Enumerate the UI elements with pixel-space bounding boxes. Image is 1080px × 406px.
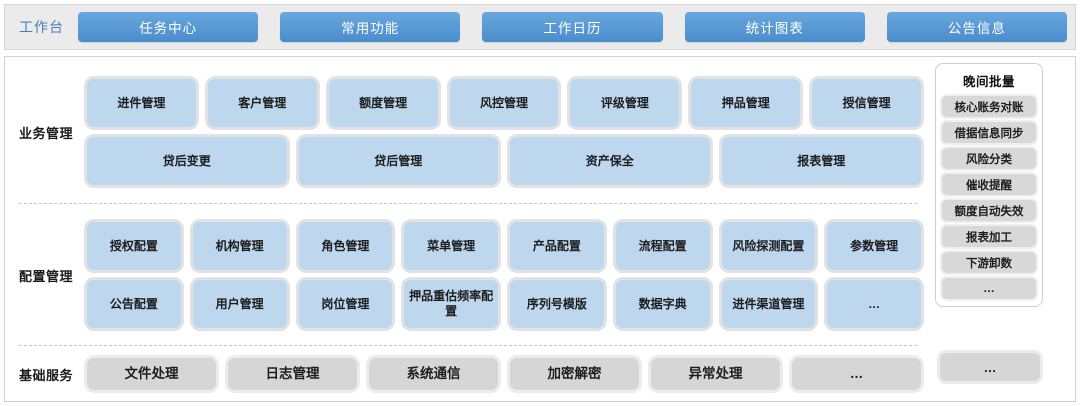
top-button-group: 任务中心 常用功能 工作日历 统计图表 公告信息 (78, 12, 1068, 42)
tile-position-management[interactable]: 岗位管理 (298, 280, 393, 328)
tile-base-more[interactable]: … (792, 358, 921, 390)
section-business-management: 业务管理 进件管理 客户管理 额度管理 风控管理 评级管理 押品管理 授信管理 … (5, 63, 931, 201)
tile-application-channel-management[interactable]: 进件渠道管理 (721, 280, 816, 328)
night-item-more[interactable]: … (942, 278, 1036, 299)
top-button-work-calendar[interactable]: 工作日历 (482, 12, 663, 42)
workbench-label: 工作台 (19, 19, 64, 35)
night-batch-panel: 晚间批量 核心账务对账 借据信息同步 风险分类 催收提醒 额度自动失效 报表加工… (935, 63, 1043, 307)
top-button-statistics-chart[interactable]: 统计图表 (684, 12, 865, 42)
tile-config-more[interactable]: … (827, 280, 921, 328)
tile-credit-limit-management[interactable]: 额度管理 (328, 79, 438, 127)
tile-file-processing[interactable]: 文件处理 (87, 358, 216, 390)
section-label-business: 业务管理 (18, 125, 73, 141)
tile-post-loan-management[interactable]: 贷后管理 (298, 137, 498, 185)
config-row-2: 公告配置 用户管理 岗位管理 押品重估频率配置 序列号模版 数据字典 进件渠道管… (87, 280, 921, 328)
tile-credit-granting-management[interactable]: 授信管理 (812, 79, 922, 127)
tile-risk-control-management[interactable]: 风控管理 (449, 79, 559, 127)
night-item-downstream-data-unload[interactable]: 下游卸数 (942, 252, 1036, 273)
top-navigation-bar: 工作台 任务中心 常用功能 工作日历 统计图表 公告信息 (4, 4, 1076, 50)
tile-parameter-management[interactable]: 参数管理 (827, 222, 921, 270)
section-label-config: 配置管理 (18, 268, 73, 284)
divider-business-config (19, 203, 917, 204)
tile-product-config[interactable]: 产品配置 (510, 222, 604, 270)
business-row-1: 进件管理 客户管理 额度管理 风控管理 评级管理 押品管理 授信管理 (87, 79, 922, 127)
tile-menu-management[interactable]: 菜单管理 (404, 222, 498, 270)
section-label-base: 基础服务 (18, 367, 73, 383)
tile-process-config[interactable]: 流程配置 (615, 222, 710, 270)
tile-post-loan-change[interactable]: 贷后变更 (87, 137, 287, 185)
base-rows: 文件处理 日志管理 系统通信 加密解密 异常处理 … (87, 358, 931, 390)
top-button-common-functions[interactable]: 常用功能 (280, 12, 461, 42)
config-rows: 授权配置 机构管理 角色管理 菜单管理 产品配置 流程配置 风险探测配置 参数管… (87, 222, 931, 328)
night-item-loan-record-sync[interactable]: 借据信息同步 (942, 122, 1036, 143)
night-item-risk-classification[interactable]: 风险分类 (942, 148, 1036, 169)
section-config-management: 配置管理 授权配置 机构管理 角色管理 菜单管理 产品配置 流程配置 风险探测配… (5, 209, 931, 341)
night-item-credit-limit-auto-expire[interactable]: 额度自动失效 (942, 200, 1036, 221)
tile-data-dictionary[interactable]: 数据字典 (615, 280, 710, 328)
night-batch-extra-more[interactable]: … (940, 353, 1040, 381)
top-button-task-center[interactable]: 任务中心 (78, 12, 259, 42)
tile-encryption-decryption[interactable]: 加密解密 (510, 358, 639, 390)
tile-role-management[interactable]: 角色管理 (298, 222, 393, 270)
tile-user-management[interactable]: 用户管理 (192, 280, 287, 328)
tile-rating-management[interactable]: 评级管理 (570, 79, 680, 127)
tile-report-management[interactable]: 报表管理 (721, 137, 921, 185)
tile-collateral-management[interactable]: 押品管理 (691, 79, 801, 127)
tile-exception-handling[interactable]: 异常处理 (651, 358, 780, 390)
tile-serial-number-template[interactable]: 序列号模版 (510, 280, 604, 328)
night-item-core-account-reconciliation[interactable]: 核心账务对账 (942, 96, 1036, 117)
business-row-2: 贷后变更 贷后管理 资产保全 报表管理 (87, 137, 921, 185)
tile-authorization-config[interactable]: 授权配置 (87, 222, 181, 270)
night-item-report-processing[interactable]: 报表加工 (942, 226, 1036, 247)
night-batch-title: 晚间批量 (962, 75, 1015, 89)
divider-config-base (19, 345, 917, 346)
tile-announcement-config[interactable]: 公告配置 (87, 280, 181, 328)
tile-organization-management[interactable]: 机构管理 (192, 222, 287, 270)
tile-risk-detection-config[interactable]: 风险探测配置 (721, 222, 816, 270)
top-button-announcement[interactable]: 公告信息 (886, 12, 1068, 42)
module-map-frame: 业务管理 进件管理 客户管理 额度管理 风控管理 评级管理 押品管理 授信管理 … (4, 56, 1076, 402)
tile-collateral-revaluation-frequency-config[interactable]: 押品重估频率配置 (404, 280, 498, 328)
tile-asset-preservation[interactable]: 资产保全 (510, 137, 710, 185)
tile-system-communication[interactable]: 系统通信 (369, 358, 498, 390)
business-rows: 进件管理 客户管理 额度管理 风控管理 评级管理 押品管理 授信管理 贷后变更 … (87, 79, 931, 185)
config-row-1: 授权配置 机构管理 角色管理 菜单管理 产品配置 流程配置 风险探测配置 参数管… (87, 222, 921, 270)
section-base-services: 基础服务 文件处理 日志管理 系统通信 加密解密 异常处理 … (5, 351, 931, 397)
tile-log-management[interactable]: 日志管理 (228, 358, 357, 390)
tile-customer-management[interactable]: 客户管理 (207, 79, 317, 127)
base-row-1: 文件处理 日志管理 系统通信 加密解密 异常处理 … (87, 358, 921, 390)
night-item-collection-reminder[interactable]: 催收提醒 (942, 174, 1036, 195)
tile-application-management[interactable]: 进件管理 (87, 79, 196, 127)
